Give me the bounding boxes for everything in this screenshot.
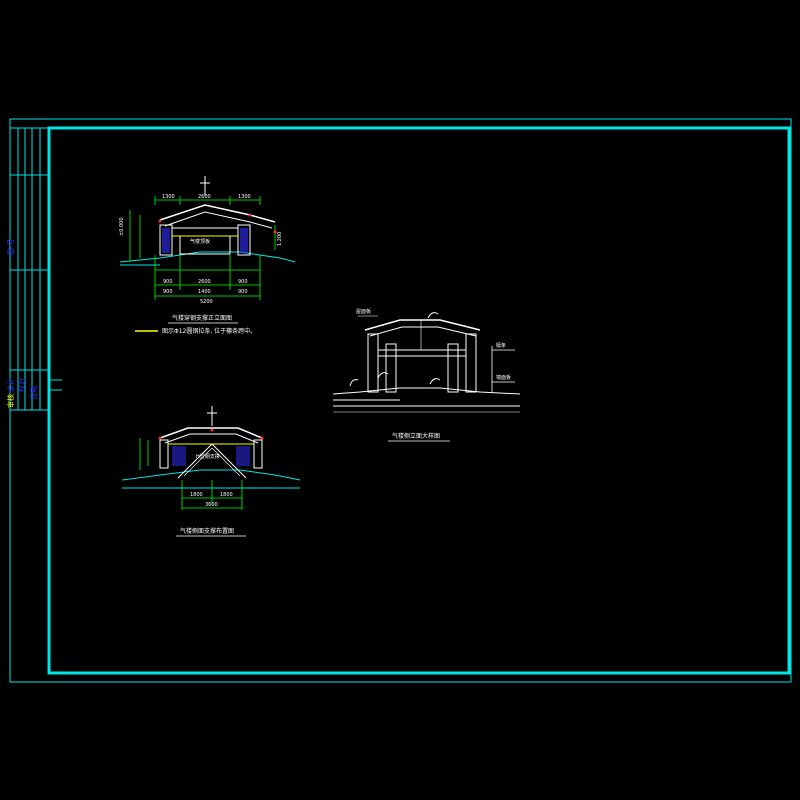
view3-arc-2 [349,379,359,387]
view3-inner-right [447,343,459,393]
view2-brace-left [177,443,213,479]
view1-left-wall [159,224,173,256]
view3-ground-slope [332,387,521,395]
view3-inner-left [385,343,397,393]
view2-left-wall [159,439,169,469]
view2-right-wall [253,439,263,469]
view2-marker-top [210,428,214,432]
view3-label-right-1: 檩条 [496,342,506,349]
view1-fill-left [162,228,170,253]
view1-ground [119,251,296,263]
view1-dim-bottom2-3: 900 [238,289,248,295]
view3-arc-1 [427,312,439,319]
view1-roof-inner [164,211,273,229]
view2-caption: 气楼侧面支撑布置图 [180,527,234,535]
view1-dim-top-2: 2600 [198,194,211,200]
view1-level-right: 1.200 [277,232,283,246]
view1-right-wall [237,224,251,256]
view2-brace-right [211,443,247,479]
view-3-detail: 屋面板 檩条 墙面板 气楼侧立面大样图 [332,308,521,442]
title-strip [10,127,62,411]
title-label-drawing-no: 图 号 [7,239,15,255]
view2-roof-outer [159,427,263,439]
view2-roof-inner [164,433,259,444]
view3-arc-4 [377,372,389,379]
view2-fill-left [172,446,186,466]
view3-right-column [465,333,477,393]
view1-roof-outer [159,204,276,223]
view-1-elevation: 1300 2600 1300 气楼顶板 ±0.000 1.200 900 260… [119,176,296,335]
title-label-design: 设计 [6,378,15,392]
view2-dim-bottom-1: 1800 [190,492,203,498]
view3-label-top: 屋面板 [356,308,371,315]
title-label-date: 日期 [30,386,38,400]
view1-dim-bottom1-2: 2600 [198,279,211,285]
view3-label-right-2: 墙面板 [496,374,511,381]
view2-dim-total: 3600 [205,502,218,508]
view2-ground [121,469,301,481]
view3-caption: 气楼侧立面大样图 [392,432,440,440]
view1-dim-top-1: 1300 [162,194,175,200]
view2-brace-left-2 [183,447,213,477]
view2-dim-bottom-2: 1800 [220,492,233,498]
view1-dimensions [129,196,276,300]
title-label-check: 校对 [17,378,26,392]
view3-roof-outer [364,319,481,331]
view1-dim-bottom1-1: 900 [163,279,173,285]
view1-dim-bottom2-2: 1400 [198,289,211,295]
view1-dim-bottom2-1: 900 [163,289,173,295]
view1-center-beam [171,227,239,237]
view-2-side-bracing: H型钢支撑 1800 1800 3600 气楼侧面支撑布置图 [121,406,301,537]
view1-note: 图示Φ12圆钢拉条, 位于檩条跨中。 [162,327,256,335]
view1-caption: 气楼穿钢支撑正立面图 [172,314,232,322]
view1-marker-right [273,230,277,234]
view1-level-left: ±0.000 [119,217,125,236]
view1-dim-bottom1-3: 900 [238,279,248,285]
view2-label-mid: H型钢支撑 [196,453,220,460]
view2-brace-right-2 [211,447,241,477]
view1-marker-top [248,213,252,217]
view3-roof-inner [369,326,477,337]
view1-label-mid: 气楼顶板 [190,238,210,245]
view2-marker-right [260,436,264,440]
view2-marker-left [158,436,162,440]
view2-dimensions [139,438,243,510]
view1-marker-left [158,219,162,223]
view1-dim-total: 5200 [200,299,213,305]
title-label-review: 审核 [6,394,15,408]
view1-dim-top-3: 1300 [238,194,251,200]
drawing-frame [47,126,791,675]
outer-border [9,118,792,683]
view3-arc-3 [429,378,441,385]
view2-fill-right [236,446,250,466]
view3-left-column [367,333,379,393]
view1-fill-right [240,228,248,253]
